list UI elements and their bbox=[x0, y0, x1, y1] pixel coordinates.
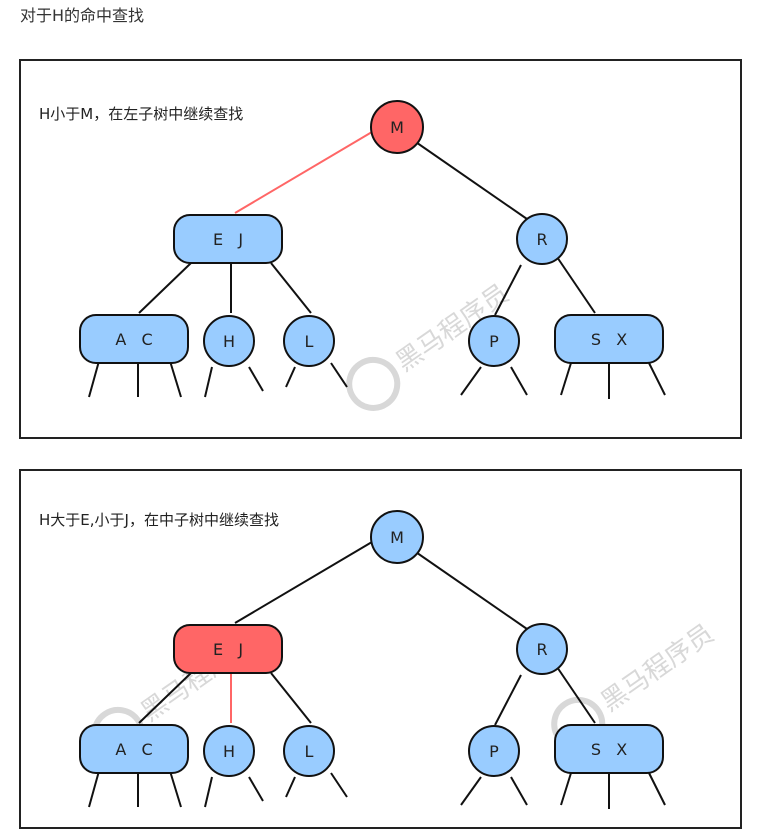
node-root-label: M bbox=[390, 118, 404, 137]
page-title: 对于H的命中查找 bbox=[20, 6, 145, 25]
node-left: E J bbox=[173, 214, 283, 264]
edge-left-l bbox=[270, 262, 312, 314]
edge-left-l bbox=[270, 672, 312, 724]
diagram-panel-1: H小于M，在左子树中继续查找 黑马程序员 bbox=[19, 59, 742, 439]
node-ac: A C bbox=[79, 314, 189, 364]
node-h: H bbox=[203, 315, 255, 367]
node-root: M bbox=[370, 100, 424, 154]
edge-root-left bbox=[234, 128, 378, 214]
edge-right-sx bbox=[556, 666, 596, 724]
leaf-stubs bbox=[88, 770, 666, 809]
panel-1-caption: H小于M，在左子树中继续查找 bbox=[39, 105, 244, 123]
node-l-label: L bbox=[305, 332, 314, 351]
node-left-label: E J bbox=[213, 230, 243, 249]
leaf-stubs bbox=[88, 360, 666, 399]
watermark-text: 黑马程序员 bbox=[596, 619, 720, 718]
node-p: P bbox=[468, 725, 520, 777]
node-sx-label: S X bbox=[591, 330, 627, 349]
node-left-label: E J bbox=[213, 640, 243, 659]
node-h: H bbox=[203, 725, 255, 777]
node-right: R bbox=[516, 213, 568, 265]
edge-left-ac bbox=[138, 262, 192, 314]
edge-root-right bbox=[396, 128, 528, 220]
node-sx-label: S X bbox=[591, 740, 627, 759]
diagram-panel-2: H大于E,小于J，在中子树中继续查找 黑马程序员 黑马程序员 bbox=[19, 469, 742, 829]
panel-2-caption: H大于E,小于J，在中子树中继续查找 bbox=[39, 511, 279, 529]
node-p: P bbox=[468, 315, 520, 367]
node-sx: S X bbox=[554, 314, 664, 364]
node-right-label: R bbox=[536, 230, 547, 249]
node-sx: S X bbox=[554, 724, 664, 774]
node-right: R bbox=[516, 623, 568, 675]
tree-diagram-2: 黑马程序员 黑马程序员 bbox=[79, 510, 720, 809]
node-left: E J bbox=[173, 624, 283, 674]
node-root: M bbox=[370, 510, 424, 564]
tree-diagram-1: 黑马程序员 M E bbox=[79, 100, 666, 411]
node-ac: A C bbox=[79, 724, 189, 774]
node-l: L bbox=[283, 725, 335, 777]
watermark-logo-icon bbox=[346, 356, 401, 411]
node-ac-label: A C bbox=[115, 740, 152, 759]
edge-left-ac bbox=[138, 672, 192, 724]
node-ac-label: A C bbox=[115, 330, 152, 349]
edge-right-p bbox=[494, 264, 522, 316]
node-p-label: P bbox=[489, 742, 499, 761]
edge-right-p bbox=[494, 674, 522, 726]
node-h-label: H bbox=[223, 332, 235, 351]
node-h-label: H bbox=[223, 742, 235, 761]
node-l: L bbox=[283, 315, 335, 367]
edge-right-sx bbox=[556, 256, 596, 314]
edge-root-left bbox=[234, 538, 378, 624]
node-root-label: M bbox=[390, 528, 404, 547]
node-l-label: L bbox=[305, 742, 314, 761]
node-right-label: R bbox=[536, 640, 547, 659]
node-p-label: P bbox=[489, 332, 499, 351]
edge-root-right bbox=[396, 538, 528, 630]
